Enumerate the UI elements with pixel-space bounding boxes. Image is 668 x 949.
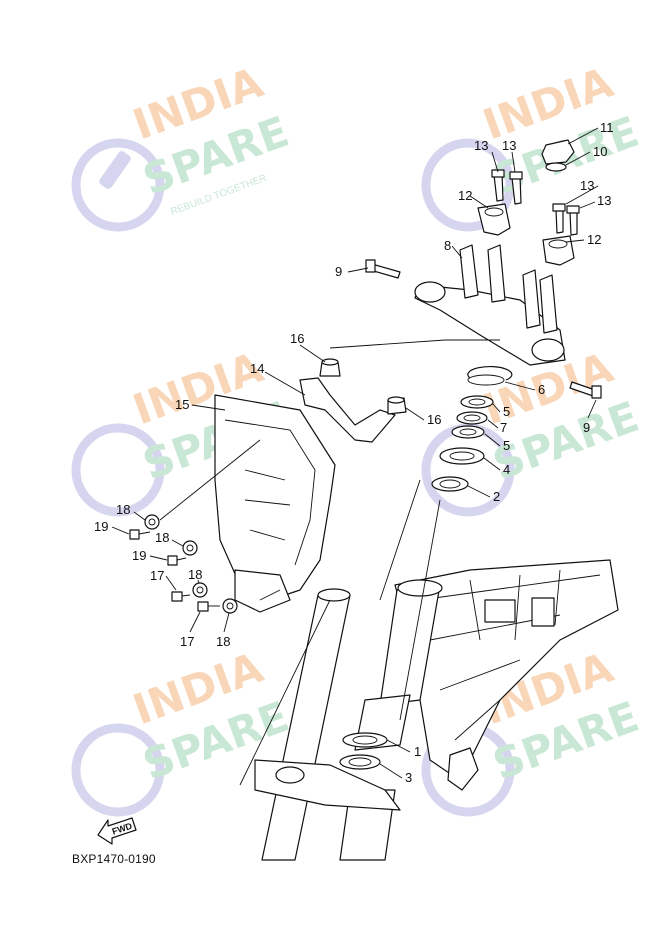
callout-6: 6	[538, 382, 545, 397]
callout-2: 2	[493, 489, 500, 504]
callout-5: 5	[503, 438, 510, 453]
collar-18c	[192, 582, 208, 598]
collar-18d	[222, 598, 238, 614]
callout-7: 7	[500, 420, 507, 435]
callout-18: 18	[188, 567, 202, 582]
callout-17: 17	[180, 634, 194, 649]
bolt-9-right	[569, 381, 602, 399]
stem-nut-11	[541, 139, 575, 165]
callout-18: 18	[116, 502, 130, 517]
callout-9: 9	[335, 264, 342, 279]
callout-3: 3	[405, 770, 412, 785]
handlebar-holder-lower	[542, 235, 575, 266]
lower-bracket	[254, 759, 401, 811]
fwd-arrow-icon: FWD	[97, 817, 137, 845]
callout-18: 18	[155, 530, 169, 545]
callout-11: 11	[600, 120, 614, 135]
collar-18b	[182, 540, 198, 556]
bolt-17a	[171, 591, 191, 602]
callout-19: 19	[94, 519, 108, 534]
bearing-4	[439, 447, 485, 465]
collar-18a	[144, 514, 160, 530]
bracket-14	[299, 377, 396, 443]
callout-12: 12	[458, 188, 472, 203]
callout-15: 15	[175, 397, 189, 412]
callout-13: 13	[580, 178, 594, 193]
bolt-13-group	[491, 169, 580, 236]
nut-6	[467, 365, 513, 386]
callout-10: 10	[593, 144, 607, 159]
washer-10	[545, 162, 567, 172]
nut-7	[456, 411, 488, 425]
callout-4: 4	[503, 462, 510, 477]
callout-1: 1	[414, 744, 421, 759]
handlebar-holder-upper	[477, 203, 511, 236]
callout-16: 16	[427, 412, 441, 427]
callout-8: 8	[444, 238, 451, 253]
callout-9: 9	[583, 420, 590, 435]
callout-14: 14	[250, 361, 264, 376]
grommet-16-right	[387, 396, 407, 415]
bolt-17b	[197, 601, 220, 612]
callout-13: 13	[597, 193, 611, 208]
bearing-1	[342, 732, 388, 748]
headlight-cover-15	[214, 394, 336, 613]
callout-13: 13	[474, 138, 488, 153]
grommet-16-left	[319, 358, 341, 377]
callout-12: 12	[587, 232, 601, 247]
callout-18: 18	[216, 634, 230, 649]
bolt-9-left	[365, 259, 401, 279]
callout-16: 16	[290, 331, 304, 346]
bolt-19b	[167, 555, 187, 566]
washer-5-upper	[460, 395, 494, 409]
watermark-top-left: INDIA SPARE REBUILD TOGETHER	[71, 57, 295, 232]
diagram-code: BXP1470-0190	[72, 852, 156, 866]
race-3	[339, 754, 381, 770]
upper-bracket	[414, 244, 566, 366]
callout-labels: 11 10 13 13 13 13 12 12 8 9 9 16 16 14 1…	[94, 120, 614, 785]
leader-lines	[111, 127, 599, 786]
callout-17: 17	[150, 568, 164, 583]
frame-assembly	[394, 559, 619, 791]
callout-13: 13	[502, 138, 516, 153]
bolt-19a	[129, 529, 151, 540]
washer-5-lower	[451, 425, 485, 439]
race-2	[431, 476, 469, 492]
callout-5: 5	[503, 404, 510, 419]
callout-19: 19	[132, 548, 146, 563]
